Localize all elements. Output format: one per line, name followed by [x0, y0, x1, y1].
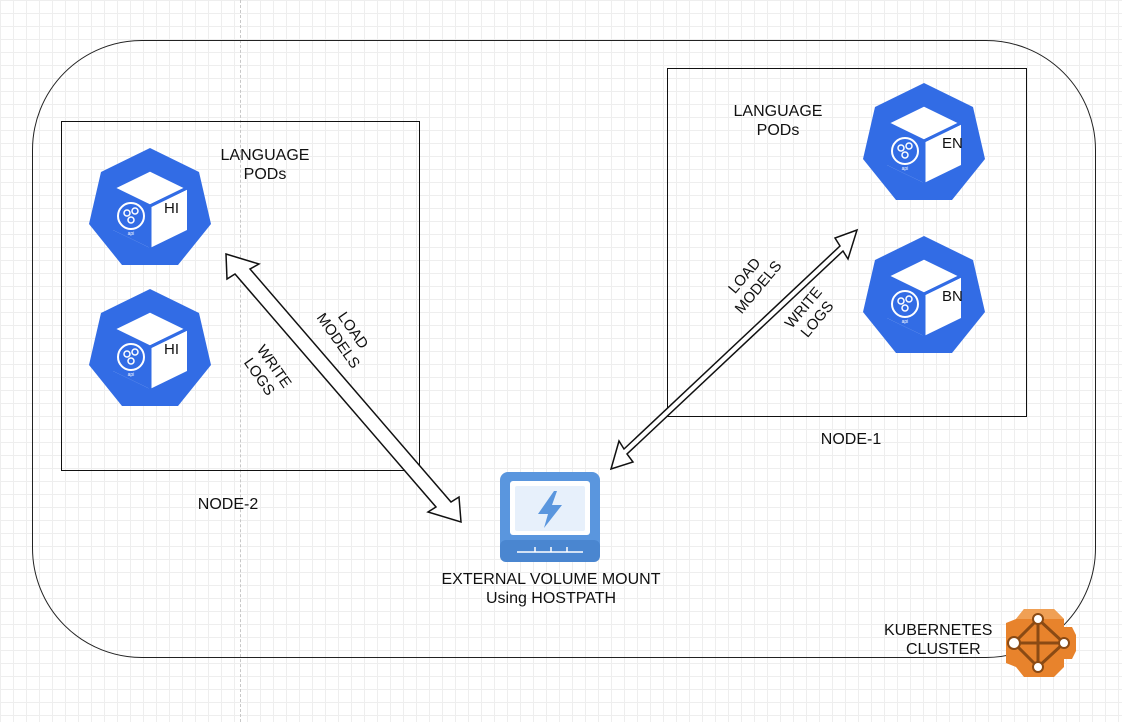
kubernetes-cluster-icon [1006, 609, 1076, 677]
node-1-label: NODE-1 [820, 431, 882, 448]
cluster-label: KUBERNETES CLUSTER [884, 621, 1002, 659]
cluster-label-line2: CLUSTER [906, 641, 981, 658]
vertical-guide-line [240, 0, 241, 722]
pods-title-line1: LANGUAGE [220, 147, 310, 164]
pods-title-line2: PODs [243, 166, 287, 183]
pod-hi-1: HI [86, 144, 214, 272]
node-1-box [667, 68, 1027, 417]
volume-label-line1: EXTERNAL VOLUME MOUNT [441, 571, 661, 588]
pod-en: EN [860, 79, 988, 207]
pod-language-code: HI [164, 200, 179, 217]
node-1-pods-title: LANGUAGE PODs [718, 102, 838, 140]
pod-language-code: BN [942, 288, 963, 305]
pods-title-line1: LANGUAGE [733, 103, 823, 120]
pod-bn: BN [860, 232, 988, 360]
node-2-pods-title: LANGUAGE PODs [205, 146, 325, 184]
pod-hi-2: HI [86, 285, 214, 413]
node-2-label: NODE-2 [197, 496, 259, 513]
pod-language-code: EN [942, 135, 963, 152]
storage-volume-icon [500, 472, 600, 562]
cluster-label-line1: KUBERNETES [884, 622, 993, 639]
volume-label: EXTERNAL VOLUME MOUNT Using HOSTPATH [430, 570, 672, 608]
node-2-box [61, 121, 420, 471]
right-double-arrow [609, 228, 859, 471]
left-double-arrow [225, 252, 462, 524]
cluster-boundary [32, 40, 1096, 658]
pods-title-line2: PODs [756, 122, 800, 139]
pod-language-code: HI [164, 341, 179, 358]
volume-label-line2: Using HOSTPATH [485, 590, 617, 607]
